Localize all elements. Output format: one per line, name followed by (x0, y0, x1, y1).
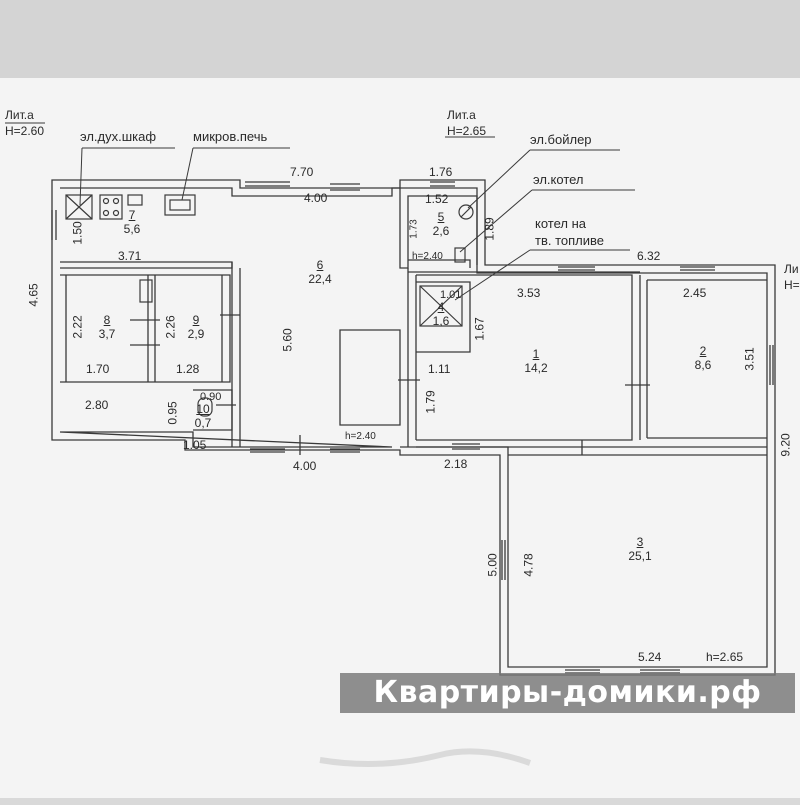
top-shadow (0, 0, 800, 78)
dim-1-50: 1.50 (70, 221, 85, 245)
callout-boiler: эл.бойлер (530, 132, 592, 147)
dim-2-26: 2.26 (163, 315, 178, 339)
appliances (65, 194, 474, 417)
dim-5-00: 5.00 (485, 553, 500, 577)
dim-1-05: 1.05 (183, 438, 207, 452)
dim-4-00-bottom: 4.00 (293, 459, 317, 473)
dim-4-65: 4.65 (26, 283, 41, 307)
room-number: 8 (103, 313, 111, 327)
dim-4-00-top: 4.00 (304, 191, 328, 205)
microwave-symbol (164, 194, 196, 216)
room-number: 5 (437, 210, 445, 224)
toilet-symbol (197, 397, 213, 417)
dim-9-20: 9.20 (778, 433, 793, 457)
room-area: 3,7 (98, 327, 116, 341)
dim-1-79: 1.79 (423, 390, 438, 414)
dim-1-73: 1.73 (408, 219, 420, 239)
dim-5-60: 5.60 (280, 328, 295, 352)
el-kotel-symbol (454, 247, 466, 263)
room-number: 3 (636, 535, 644, 549)
leader-lines (5, 122, 635, 301)
dim-h-2-40-b: h=2.40 (345, 431, 376, 442)
room-number: 9 (192, 313, 200, 327)
dim-3-51: 3.51 (742, 347, 757, 371)
room-area: 2,6 (432, 224, 450, 238)
dim-4-78: 4.78 (521, 553, 536, 577)
lit-center-title: Лит.а (447, 108, 476, 122)
dim-0-95: 0.95 (165, 401, 180, 425)
sink-symbol (127, 194, 143, 206)
watermark-banner: Квартиры-домики.рф (340, 673, 795, 713)
dim-3-71: 3.71 (118, 249, 142, 263)
dim-1-28: 1.28 (176, 362, 200, 376)
lit-left-height: H=2.60 (5, 124, 45, 138)
solid-kotel-symbol (419, 285, 463, 327)
stove-symbol (99, 194, 123, 220)
dim-3-53: 3.53 (517, 286, 541, 300)
dim-1-67: 1.67 (472, 317, 487, 341)
dim-h-2-65: h=2.65 (706, 650, 744, 664)
dim-2-18: 2.18 (444, 457, 468, 471)
dim-2-80: 2.80 (85, 398, 109, 412)
boiler-symbol (458, 204, 474, 220)
dim-1-11: 1.11 (428, 362, 451, 376)
dim-1-01: 1.01 (440, 289, 462, 301)
callout-solid-kotel-line2: тв. топливе (535, 233, 604, 248)
room-area: 14,2 (524, 361, 548, 375)
dim-5-24: 5.24 (638, 650, 662, 664)
dim-2-22: 2.22 (70, 315, 85, 339)
dim-6-32: 6.32 (637, 249, 661, 263)
room-number: 7 (128, 208, 136, 222)
room-number: 2 (699, 344, 707, 358)
room-area: 5,6 (123, 222, 141, 236)
room-area: 8,6 (694, 358, 712, 372)
callout-solid-kotel-line1: котел на (535, 216, 586, 231)
oven-symbol (65, 194, 93, 220)
lit-center-height: H=2.65 (447, 124, 487, 138)
room-number: 4 (437, 300, 445, 314)
dim-0-90: 0.90 (200, 391, 222, 403)
callout-microwave: микров.печь (193, 129, 268, 144)
dim-1-89: 1.89 (482, 217, 497, 241)
dim-7-70: 7.70 (290, 165, 314, 179)
room-area: 22,4 (308, 272, 332, 286)
lit-left-title: Лит.а (5, 108, 34, 122)
room-area: 1,6 (432, 314, 450, 328)
room-area: 2,9 (187, 327, 205, 341)
room-number: 1 (532, 347, 540, 361)
lit-right-title: Ли (784, 262, 799, 276)
lit-right-height: H= (784, 278, 800, 292)
dim-1-76: 1.76 (429, 165, 453, 179)
room-number: 10 (196, 402, 210, 416)
dim-1-52: 1.52 (425, 192, 449, 206)
room-area: 0,7 (194, 416, 212, 430)
shower-symbol (139, 279, 153, 303)
callout-el-kotel: эл.котел (533, 172, 584, 187)
pencil-smudge (319, 748, 532, 767)
callout-oven: эл.дух.шкаф (80, 129, 157, 144)
room-number: 6 (316, 258, 324, 272)
room-area: 25,1 (628, 549, 652, 563)
dim-2-45: 2.45 (683, 286, 707, 300)
walls (51, 179, 776, 676)
dim-h-2-40-a: h=2.40 (412, 251, 443, 262)
dim-1-70: 1.70 (86, 362, 110, 376)
